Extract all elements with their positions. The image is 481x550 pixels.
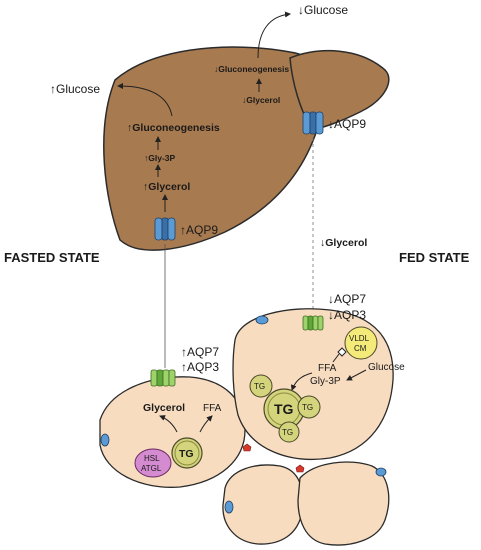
fed-aqp9-label: ↓AQP9 [328,117,366,131]
fed-liver-pathway: ↓Glucose ↓Gluconeogenesis ↓Glycerol [214,3,348,105]
fed-glycerol-liver-label: ↓Glycerol [242,95,280,105]
nucleus [224,500,234,514]
tg-droplet-small-left [249,374,273,398]
fasted-adipocyte [99,376,246,488]
tg-small-label: TG [254,382,265,391]
fasted-glycerol-label: ↑Glycerol [143,181,190,193]
bottom-left-adipocyte [222,464,304,545]
cm-label: CM [354,344,367,353]
fasted-aqp3-label: ↑AQP3 [181,360,219,374]
lipase-enzymes [134,448,172,478]
fed-gluconeogenesis-label: ↓Gluconeogenesis [214,64,289,74]
atgl-label: ATGL [141,464,162,473]
fasted-tg-label: TG [179,448,194,460]
lipoprotein-particle [344,326,378,360]
liver [103,46,390,251]
tg-small-label: TG [302,403,313,412]
fed-glycerol-transport-label: ↓Glycerol [320,237,367,249]
tg-droplet-small-bottom [278,421,300,443]
liver-right-lobe [289,50,390,131]
aqp7-channel-fasted [150,369,176,387]
aqp9-channel-fed [302,111,324,135]
bottom-right-adipocyte [297,461,390,546]
fed-state-heading: FED STATE [399,250,470,265]
fasted-aqp9-label: ↑AQP9 [180,223,218,237]
capillary-dot [295,464,305,473]
glucose-up-arrow [257,11,291,59]
ffa-to-tg-arrow [290,372,313,391]
tg-main-label: TG [274,401,294,417]
lipolysis-arrows-ffa [199,415,213,433]
fasted-ffa-label: FFA [203,403,222,414]
tg-droplet-fasted [171,437,203,469]
lpl-anchor [337,347,347,357]
nucleus [375,467,387,477]
fasted-glucose-label: ↑Glucose [50,82,100,96]
tg-droplet-fasted-inner [174,440,200,466]
glucose-in-arrow [346,369,367,381]
vldl-label: VLDL [349,334,370,343]
nucleus [255,315,269,325]
fasted-gluconeogenesis-label: ↑Gluconeogenesis [127,122,220,134]
fed-aqp3-label: ↓AQP3 [328,308,366,322]
capillary-dot [242,443,252,452]
fasted-glycerol-adipocyte-label: Glycerol [143,402,185,414]
hsl-label: HSL [144,454,160,463]
fed-glucose-label: Glucose [368,362,405,373]
fed-ffa-label: FFA [318,363,337,374]
lipolysis-arrows [159,415,178,433]
fasted-aqp7-label: ↑AQP7 [181,345,219,359]
liver-left-lobe [103,46,325,251]
fed-gly3p-label: Gly-3P [310,376,341,387]
fasted-gly3p-label: ↑Gly-3P [144,153,176,163]
tg-droplet-small-right [297,395,321,419]
nucleus [100,433,110,447]
aqp9-channel-fasted [154,217,176,241]
fasted-liver-pathway: ↑Glucose ↑Gluconeogenesis ↑Gly-3P ↑Glyce… [50,82,220,212]
tg-small-label: TG [282,428,293,437]
fed-glucose-label: ↓Glucose [298,3,348,17]
glucose-out-arrow [117,83,173,117]
fasted-state-heading: FASTED STATE [4,250,100,265]
aqp7-channel-fed [302,315,324,331]
lpl-to-ffa [332,353,340,363]
fed-aqp7-label: ↓AQP7 [328,292,366,306]
